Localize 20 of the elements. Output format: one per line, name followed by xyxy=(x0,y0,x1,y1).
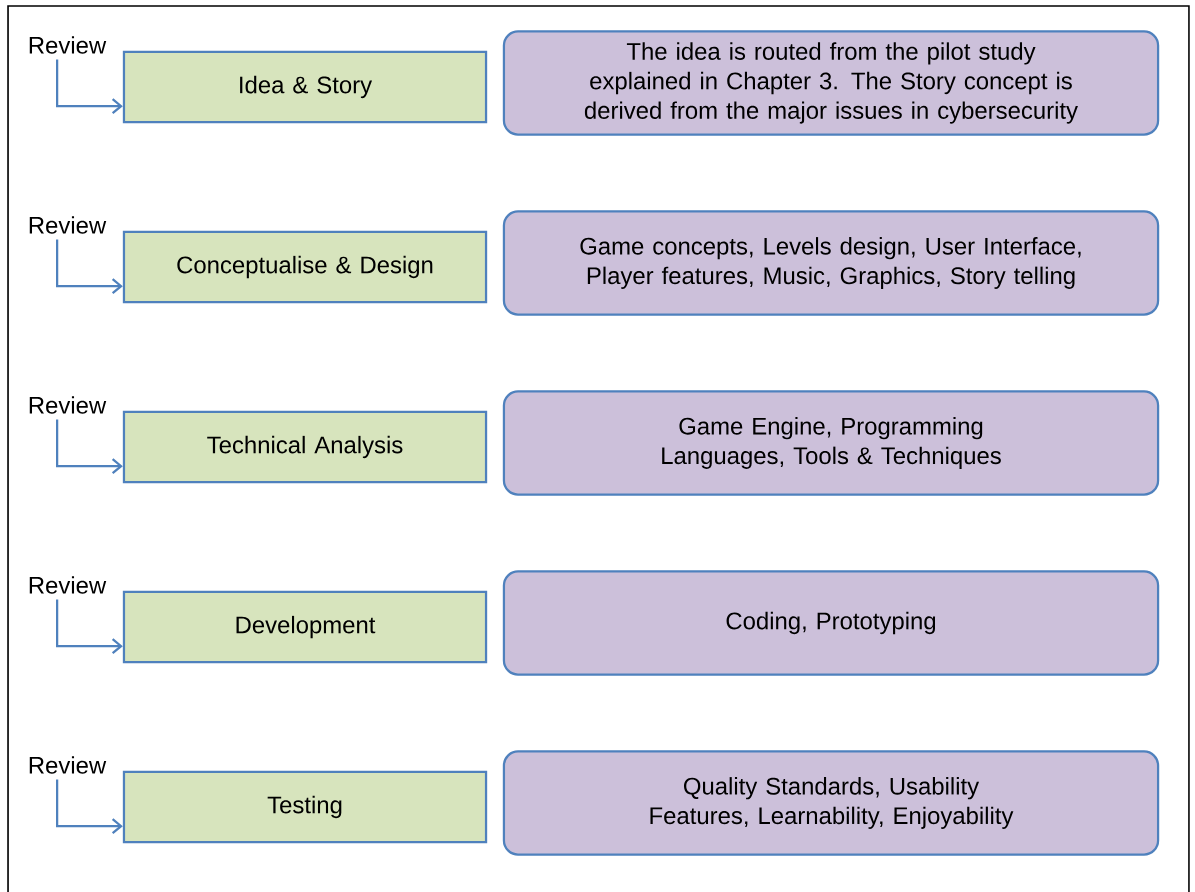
review-arrow xyxy=(56,779,123,835)
review-arrow xyxy=(56,59,123,115)
review-arrow xyxy=(56,419,123,475)
review-label: Review xyxy=(29,216,107,234)
description-box: Game Engine, Programming Languages, Tools & Techniques xyxy=(502,390,1160,496)
description-box: Coding, Prototyping xyxy=(502,570,1160,676)
description-box: Game concepts, Levels design, User Interface, Player features, Music, Graphics, Story telling xyxy=(502,210,1160,316)
review-label: Review xyxy=(29,36,107,54)
review-arrow xyxy=(56,599,123,655)
review-label: Review xyxy=(29,396,107,414)
review-label: Review xyxy=(29,756,107,774)
description-box: Quality Standards, Usability Features, Learnability, Enjoyability xyxy=(502,750,1160,856)
process-box: Conceptualise & Design xyxy=(122,230,488,304)
description-box: The idea is routed from the pilot study explained in Chapter 3. The Story concept is derived from the major issues in cybersecurity xyxy=(502,30,1160,136)
process-box: Technical Analysis xyxy=(122,410,488,484)
process-box: Idea & Story xyxy=(122,50,488,124)
process-box: Testing xyxy=(122,770,488,844)
review-arrow xyxy=(56,239,123,295)
process-box: Development xyxy=(122,590,488,664)
review-label: Review xyxy=(29,576,107,594)
